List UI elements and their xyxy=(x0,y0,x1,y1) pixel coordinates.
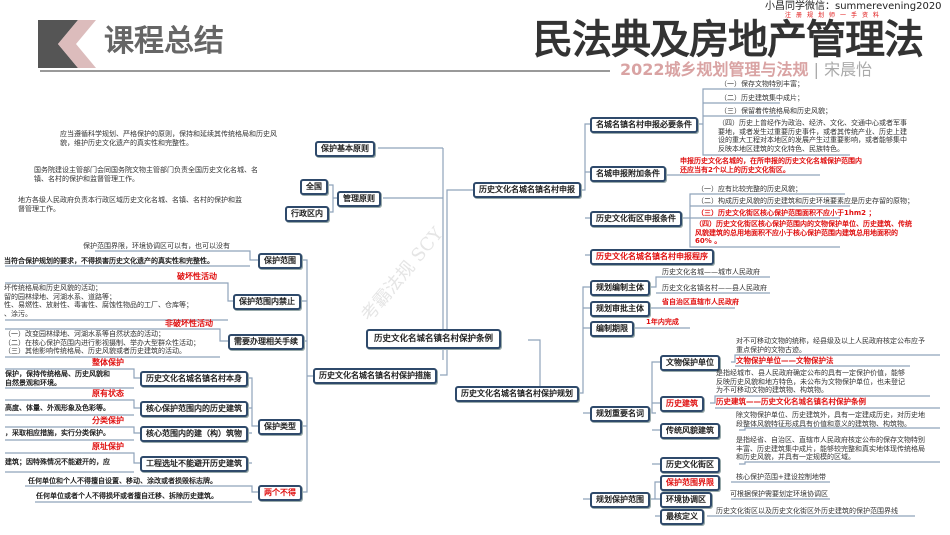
district-item-4: （四）历史文化街区核心保护范围内的文物保护单位、历史建筑、传统 风貌建筑的总用地… xyxy=(695,220,912,245)
scope-node-3[interactable]: 最核定义 xyxy=(660,509,704,525)
basic-principle-text: 应当遵循科学规划、严格保护的原则，保持和延续其传统格局和历史风 貌，维护历史文化… xyxy=(60,130,277,147)
national-text: 国务院建设主管部门会同国务院文物主管部门负责全国历史文化名城、名 镇、名村的保护… xyxy=(34,166,258,183)
prohibited-text: 坏传统格局和历史风貌的活动； 留的园林绿地、河湖水系、道路等； 性、易燃性、放射… xyxy=(4,284,193,318)
district-item-2: （二）构成历史风貌的历史建筑和历史环境要素应是历史存留的原物； xyxy=(697,197,914,205)
type-node-2[interactable]: 核心保护范围内的历史建筑 xyxy=(140,401,248,417)
type-text-1: 保护，保持传统格局、历史风貌和 自然景观和环境。 xyxy=(5,370,110,387)
district-item-3: （三）历史文化街区核心保护范围面积不应小于1hm2 ； xyxy=(697,209,876,217)
required-item-3: （三）保留着传统格局和历史风貌； xyxy=(720,107,832,115)
type-tag-3: 分类保护 xyxy=(92,416,124,425)
term-text-2: 是指经城市、县人民政府确定公布的具有一定保护价值，能够 反映历史风貌和地方特色，… xyxy=(716,369,905,394)
scope-text-3: 历史文化街区以及历史文化街区外历史建筑的保护范围界线 xyxy=(716,507,898,515)
scope-text-2: 可根据保护需要划定环境协调区 xyxy=(730,490,828,498)
scope-node-2[interactable]: 环境协调区 xyxy=(660,492,712,508)
node-procedures[interactable]: 需要办理相关手续 xyxy=(228,334,304,350)
node-plan-period[interactable]: 编制期限 xyxy=(590,321,634,337)
node-basic-principle[interactable]: 保护基本原则 xyxy=(315,141,375,157)
period-text: 1年内完成 xyxy=(646,318,679,326)
scope-item-2: 当符合保护规划的要求，不得损害历史文化遗产的真实性和完整性。 xyxy=(4,257,214,265)
node-regional[interactable]: 行政区内 xyxy=(285,206,329,222)
type-tag-1: 整体保护 xyxy=(92,358,124,367)
node-application[interactable]: 历史文化名城名镇名村申报 xyxy=(473,182,581,198)
node-prohibited[interactable]: 保护范围内禁止 xyxy=(233,294,301,310)
approver-text: 省自治区直辖市人民政府 xyxy=(662,298,739,306)
two-nots-item-1: 任何单位和个人不得擅自设置、移动、涂改或者损毁标志牌。 xyxy=(28,477,217,485)
node-district-conditions[interactable]: 历史文化街区申报条件 xyxy=(590,211,682,227)
node-protection-planning[interactable]: 历史文化名城名镇名村保护规划 xyxy=(455,386,579,402)
required-item-2: （二）历史建筑集中成片； xyxy=(720,94,804,102)
node-management-principle[interactable]: 管理原则 xyxy=(337,191,381,207)
node-additional-conditions[interactable]: 名城申报附加条件 xyxy=(590,166,666,182)
node-protection-measures[interactable]: 历史文化名城名镇名村保护措施 xyxy=(313,368,437,384)
type-tag-2: 原有状态 xyxy=(92,389,124,398)
node-application-procedure[interactable]: 历史文化名城名镇名村申报程序 xyxy=(590,249,714,265)
tag-destructive: 破坏性活动 xyxy=(177,272,217,281)
type-text-4: 建筑；因特殊情况不能避开的，应 xyxy=(5,458,110,466)
node-plan-scope[interactable]: 规划保护范围 xyxy=(590,492,650,508)
compiler-item-2: 历史文化名镇名村——县人民政府 xyxy=(662,284,767,292)
contact-text: 小昌同学微信：summerevening2020 xyxy=(765,1,942,12)
node-protection-scope[interactable]: 保护范围 xyxy=(258,253,302,269)
compiler-item-1: 历史文化名城——城市人民政府 xyxy=(662,268,760,276)
type-text-3: ，采取相应措施，实行分类保护。 xyxy=(5,429,110,437)
term-node-2[interactable]: 历史建筑 xyxy=(660,396,704,412)
required-item-1: （一）保存文物特别丰富； xyxy=(720,80,804,88)
term-node-1[interactable]: 文物保护单位 xyxy=(660,355,720,371)
node-plan-terms[interactable]: 规划重要名词 xyxy=(590,406,650,422)
header-divider xyxy=(40,70,610,72)
tag-non-destructive: 非破坏性活动 xyxy=(165,319,213,328)
node-national[interactable]: 全国 xyxy=(300,179,328,195)
scope-text-1: 核心保护范围+建设控制地带 xyxy=(736,473,826,481)
chevron-logo-icon xyxy=(38,20,96,68)
district-item-1: （一）应有比较完整的历史风貌； xyxy=(697,185,802,193)
additional-text: 申报历史文化名城的，在所申报的历史文化名城保护范围内 还应当有2个以上的历史文化… xyxy=(680,157,862,174)
type-text-2: 高度、体量、外观形象及色彩等。 xyxy=(5,404,110,412)
type-tag-4: 原址保护 xyxy=(92,442,124,451)
author: 宋晨怡 xyxy=(824,60,873,79)
scope-item-1: 保护范围界限，环境协调区可以有，也可以没有 xyxy=(83,242,230,250)
scope-node-1[interactable]: 保护范围界限 xyxy=(660,475,720,491)
type-node-4[interactable]: 工程选址不能避开历史建筑 xyxy=(140,456,248,472)
term-node-3[interactable]: 传统风貌建筑 xyxy=(660,423,720,439)
node-required-conditions[interactable]: 名城名镇名村申报必要条件 xyxy=(590,117,698,133)
procedures-text: （一）改变园林绿地、河湖水系等自然状态的活动； （二）在核心保护范围内进行影视摄… xyxy=(4,330,200,355)
term-note-1: 文物保护单位——文物保护法 xyxy=(736,356,834,365)
type-node-3[interactable]: 核心范围内的建（构）筑物 xyxy=(140,426,248,442)
main-title: 民法典及房地产管理法 xyxy=(533,17,924,63)
term-note-2: 历史建筑——历史文化名城名镇名村保护条例 xyxy=(716,397,866,406)
subtitle: 2022城乡规划管理与法规 | 宋晨怡 xyxy=(620,60,873,79)
node-protection-types[interactable]: 保护类型 xyxy=(258,419,302,435)
center-node[interactable]: 历史文化名城名镇名村保护条例 xyxy=(366,329,502,349)
required-item-4: （四）历史上曾经作为政治、经济、文化、交通中心或者军事 要地，或者发生过重要历史… xyxy=(718,119,907,153)
term-text-3: 除文物保护单位、历史建筑外，具有一定建成历史，对历史地 段整体风貌特征形成具有价… xyxy=(736,411,925,428)
node-plan-compiler[interactable]: 规划编制主体 xyxy=(590,280,650,296)
term-node-4[interactable]: 历史文化街区 xyxy=(660,457,720,473)
node-two-nots[interactable]: 两个不得 xyxy=(258,485,302,501)
two-nots-item-2: 任何单位或者个人不得损坏或者擅自迁移、拆除历史建筑。 xyxy=(36,492,218,500)
term-text-4: 是指经省、自治区、直辖市人民政府核定公布的保存文物特别 丰富、历史建筑集中成片，… xyxy=(736,436,925,461)
tagline: 注册规划师一手资料 xyxy=(785,12,885,19)
node-plan-approver[interactable]: 规划审批主体 xyxy=(590,301,650,317)
section-title: 课程总结 xyxy=(104,24,224,59)
regional-text: 地方各级人民政府负责本行政区域历史文化名城、名镇、名村的保护和监 督管理工作。 xyxy=(18,196,242,213)
type-node-1[interactable]: 历史文化名城名镇名村本身 xyxy=(140,371,248,387)
term-text-1: 对不可移动文物的统称，经县级及以上人民政府核定公布应予 重点保护的文物古迹。 xyxy=(736,337,925,354)
